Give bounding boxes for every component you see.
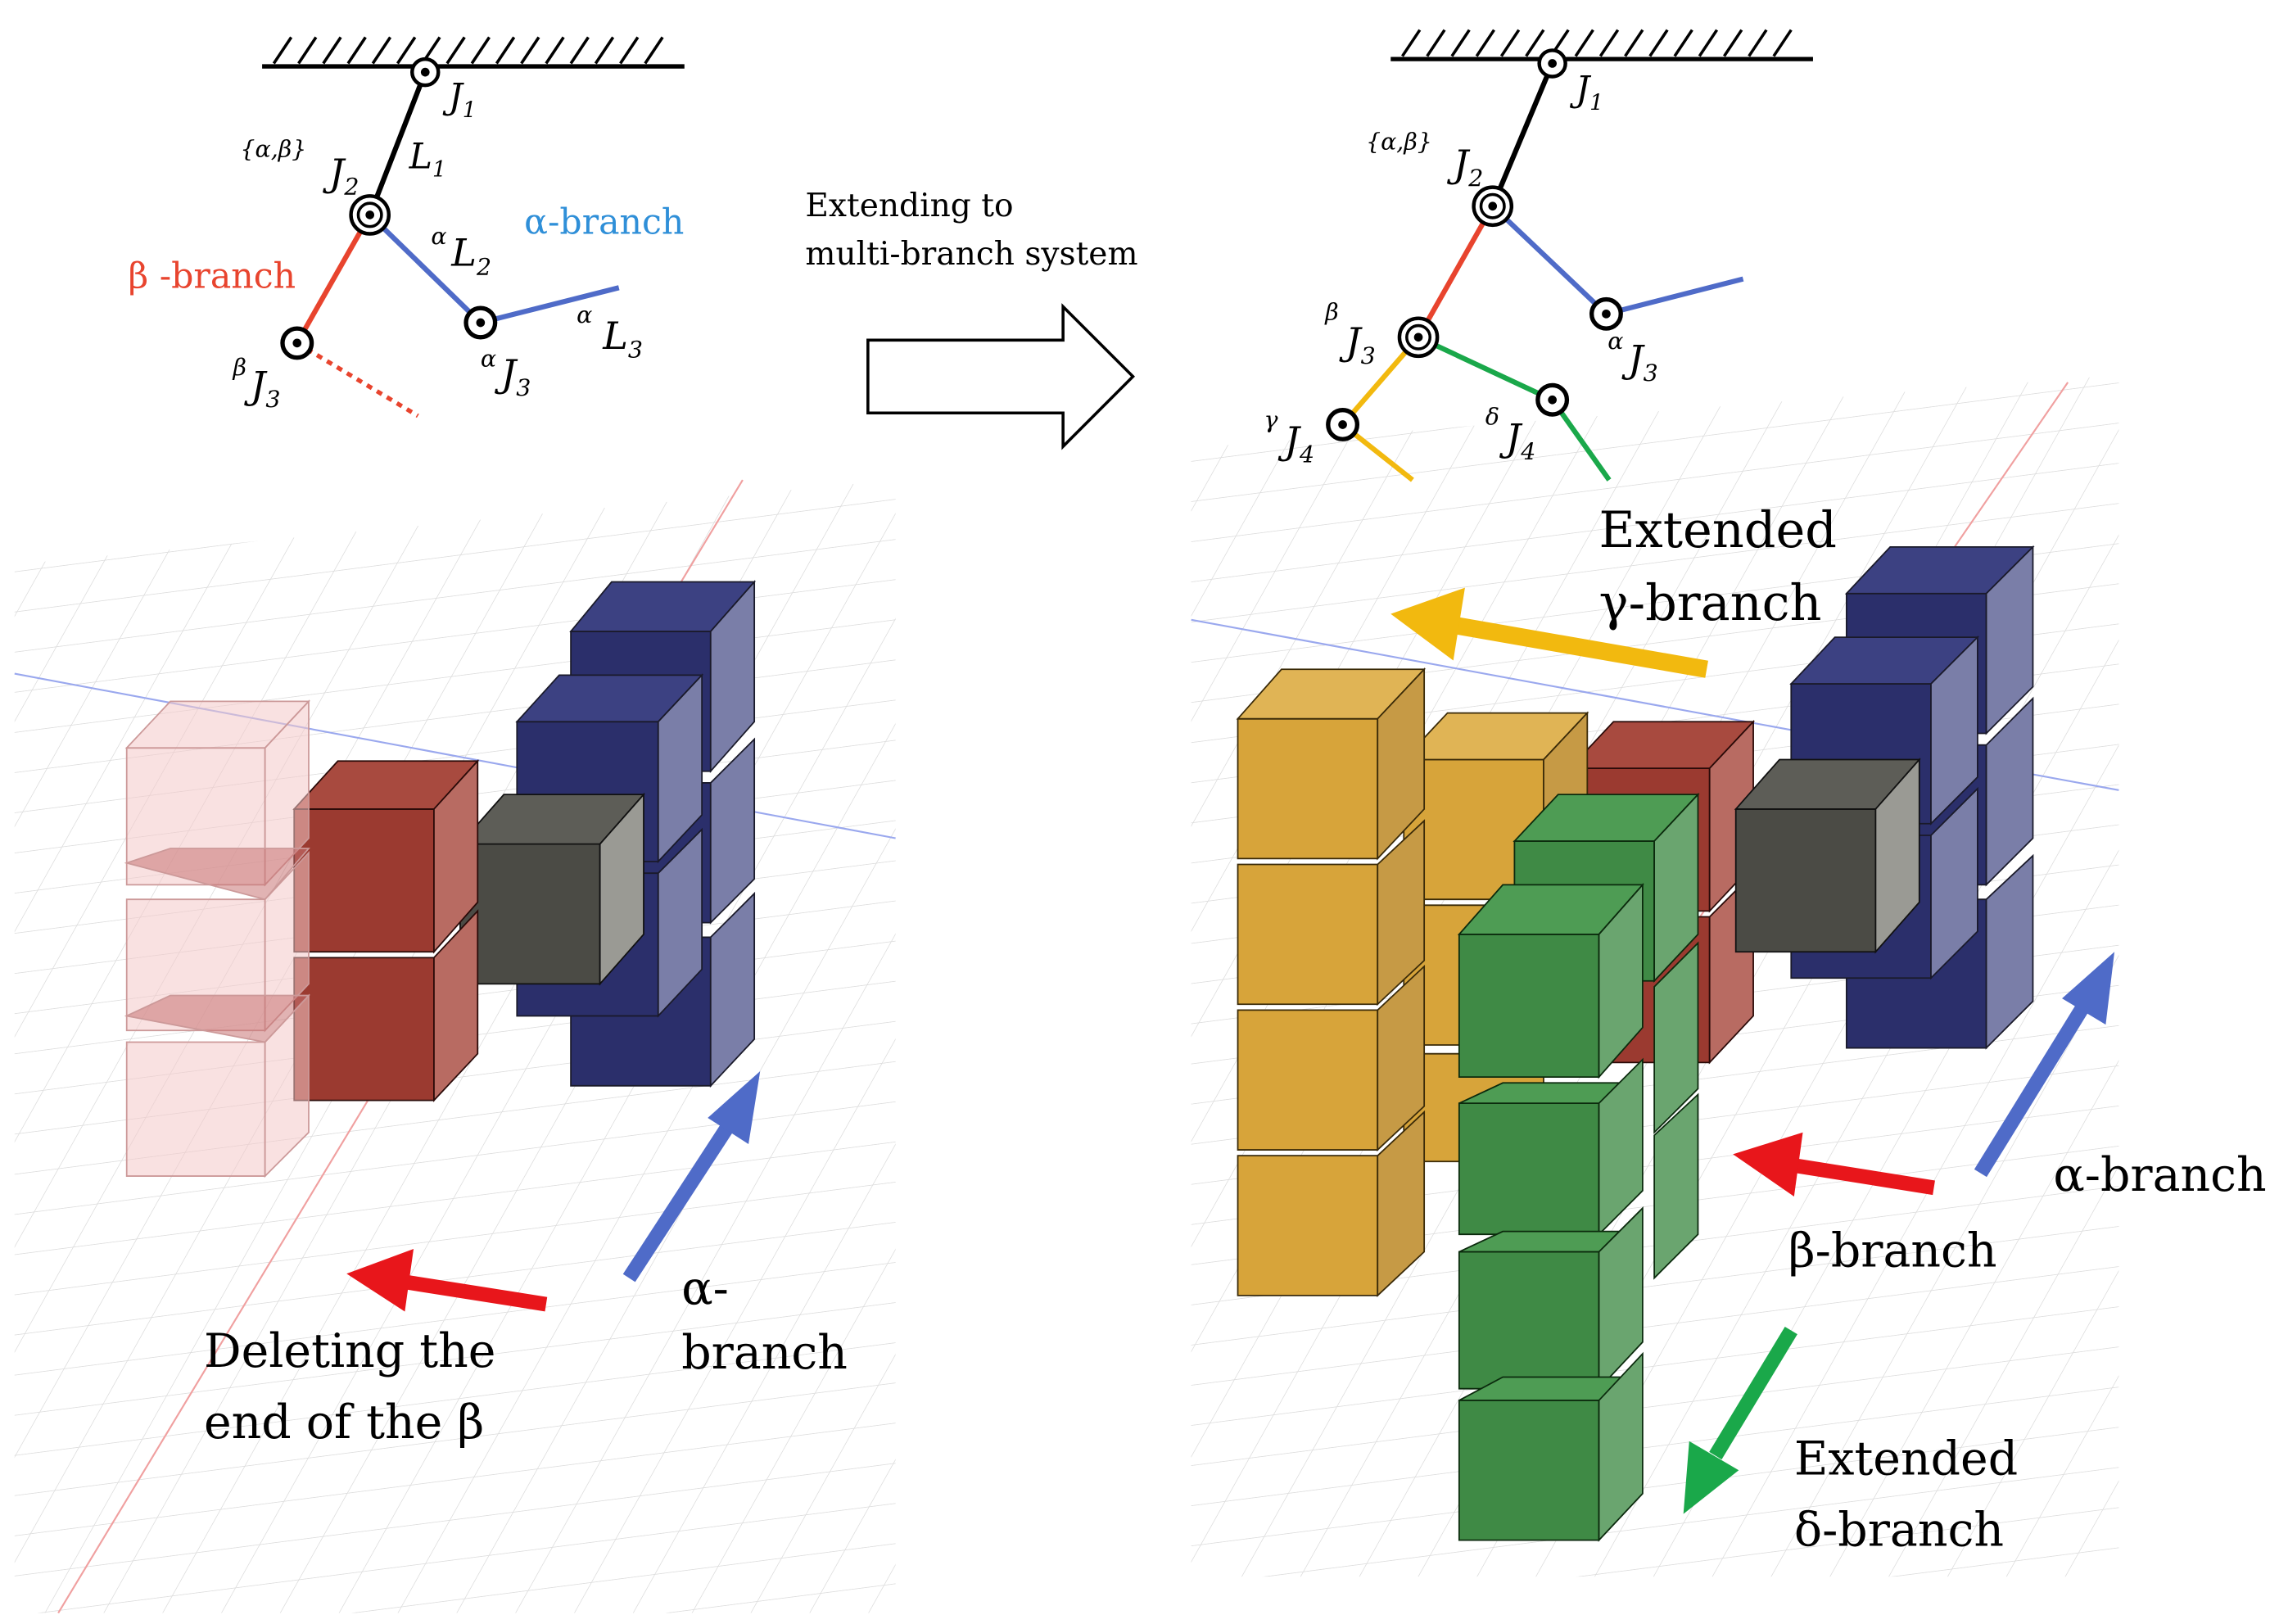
right-beta-arrow	[1733, 1132, 1935, 1197]
delete-label-line2: end of the β	[204, 1396, 484, 1450]
label-alpha-j3: J3	[495, 351, 531, 401]
label-j2-prefix: {α,β}	[240, 135, 306, 162]
gamma-label-line1: Extended	[1599, 502, 1837, 559]
left-alpha-label-line1: α-	[681, 1262, 729, 1316]
svg-text:α: α	[1608, 328, 1623, 355]
gamma-label-line2: γ-branch	[1599, 575, 1822, 632]
svg-text:δ: δ	[1485, 403, 1499, 430]
delete-label-line1: Deleting the	[204, 1324, 496, 1378]
ground-hatching-right	[1400, 29, 1793, 57]
link-beta-l3-dashed	[296, 341, 419, 418]
svg-text:γ: γ	[1264, 406, 1279, 433]
link-beta-l2	[295, 213, 373, 345]
label-beta-j3: J3	[244, 363, 281, 413]
joint-j2	[349, 194, 391, 236]
right-alpha-label: α-branch	[2053, 1148, 2266, 1202]
cube-gray	[458, 792, 645, 986]
joint-j1	[410, 57, 441, 88]
label-beta-j3-prefix: β	[233, 354, 246, 381]
left-beta-arrow	[346, 1248, 548, 1312]
ground-hatching	[272, 36, 664, 65]
link-alpha-l3	[480, 285, 620, 326]
svg-text:J3: J3	[1339, 319, 1376, 369]
label-l3: L3	[602, 314, 643, 364]
transition-text-line2: multi-branch system	[805, 236, 1137, 273]
left-kinematic-diagram: J1 {α,β} J2 L1 α L2 α L3 α J3 β J3 β -br…	[128, 36, 685, 418]
label-l3-prefix: α	[577, 301, 592, 328]
cube-green	[1457, 883, 1644, 1542]
transition-arrow	[866, 303, 1136, 450]
cube-gray	[1734, 758, 1921, 954]
svg-text:β: β	[1324, 298, 1338, 325]
joint-alpha-j3	[463, 305, 498, 340]
gamma-arrow	[1390, 587, 1708, 678]
label-j1: J1	[442, 77, 477, 124]
transition: Extending to multi-branch system	[805, 188, 1138, 450]
left-alpha-label-line2: branch	[681, 1326, 848, 1380]
delta-arrow	[1683, 1326, 1797, 1514]
label-l1: L1	[409, 137, 446, 183]
joint-beta-j3	[280, 326, 314, 360]
label-alpha-j3-prefix: α	[481, 345, 496, 372]
left-cube-assembly	[124, 580, 757, 1178]
delta-label-line1: Extended	[1794, 1432, 2018, 1486]
label-l2: L2	[450, 231, 491, 281]
delta-label-line2: δ-branch	[1794, 1504, 2004, 1558]
label-j2: J2	[323, 151, 359, 201]
link-alpha-l2	[368, 213, 483, 325]
label-l2-prefix: α	[431, 223, 446, 250]
right-cube-assembly	[1236, 545, 2035, 1542]
left-alpha-arrow	[622, 1071, 761, 1282]
svg-text:J2: J2	[1447, 142, 1484, 192]
right-alpha-arrow	[1974, 952, 2115, 1178]
cube-ghost	[124, 699, 311, 1178]
transition-text-line1: Extending to	[805, 188, 1013, 224]
right-beta-label: β-branch	[1788, 1224, 1997, 1278]
cube-red	[293, 909, 479, 1102]
svg-text:J3: J3	[1621, 337, 1658, 387]
link-l1	[367, 71, 428, 216]
svg-text:J1: J1	[1569, 70, 1603, 116]
label-alpha-branch-top: α-branch	[524, 202, 684, 243]
svg-text:{α,β}: {α,β}	[1366, 128, 1432, 155]
cube-gold	[1236, 667, 1427, 1297]
cube-red	[292, 758, 480, 954]
label-beta-branch: β -branch	[128, 256, 296, 296]
